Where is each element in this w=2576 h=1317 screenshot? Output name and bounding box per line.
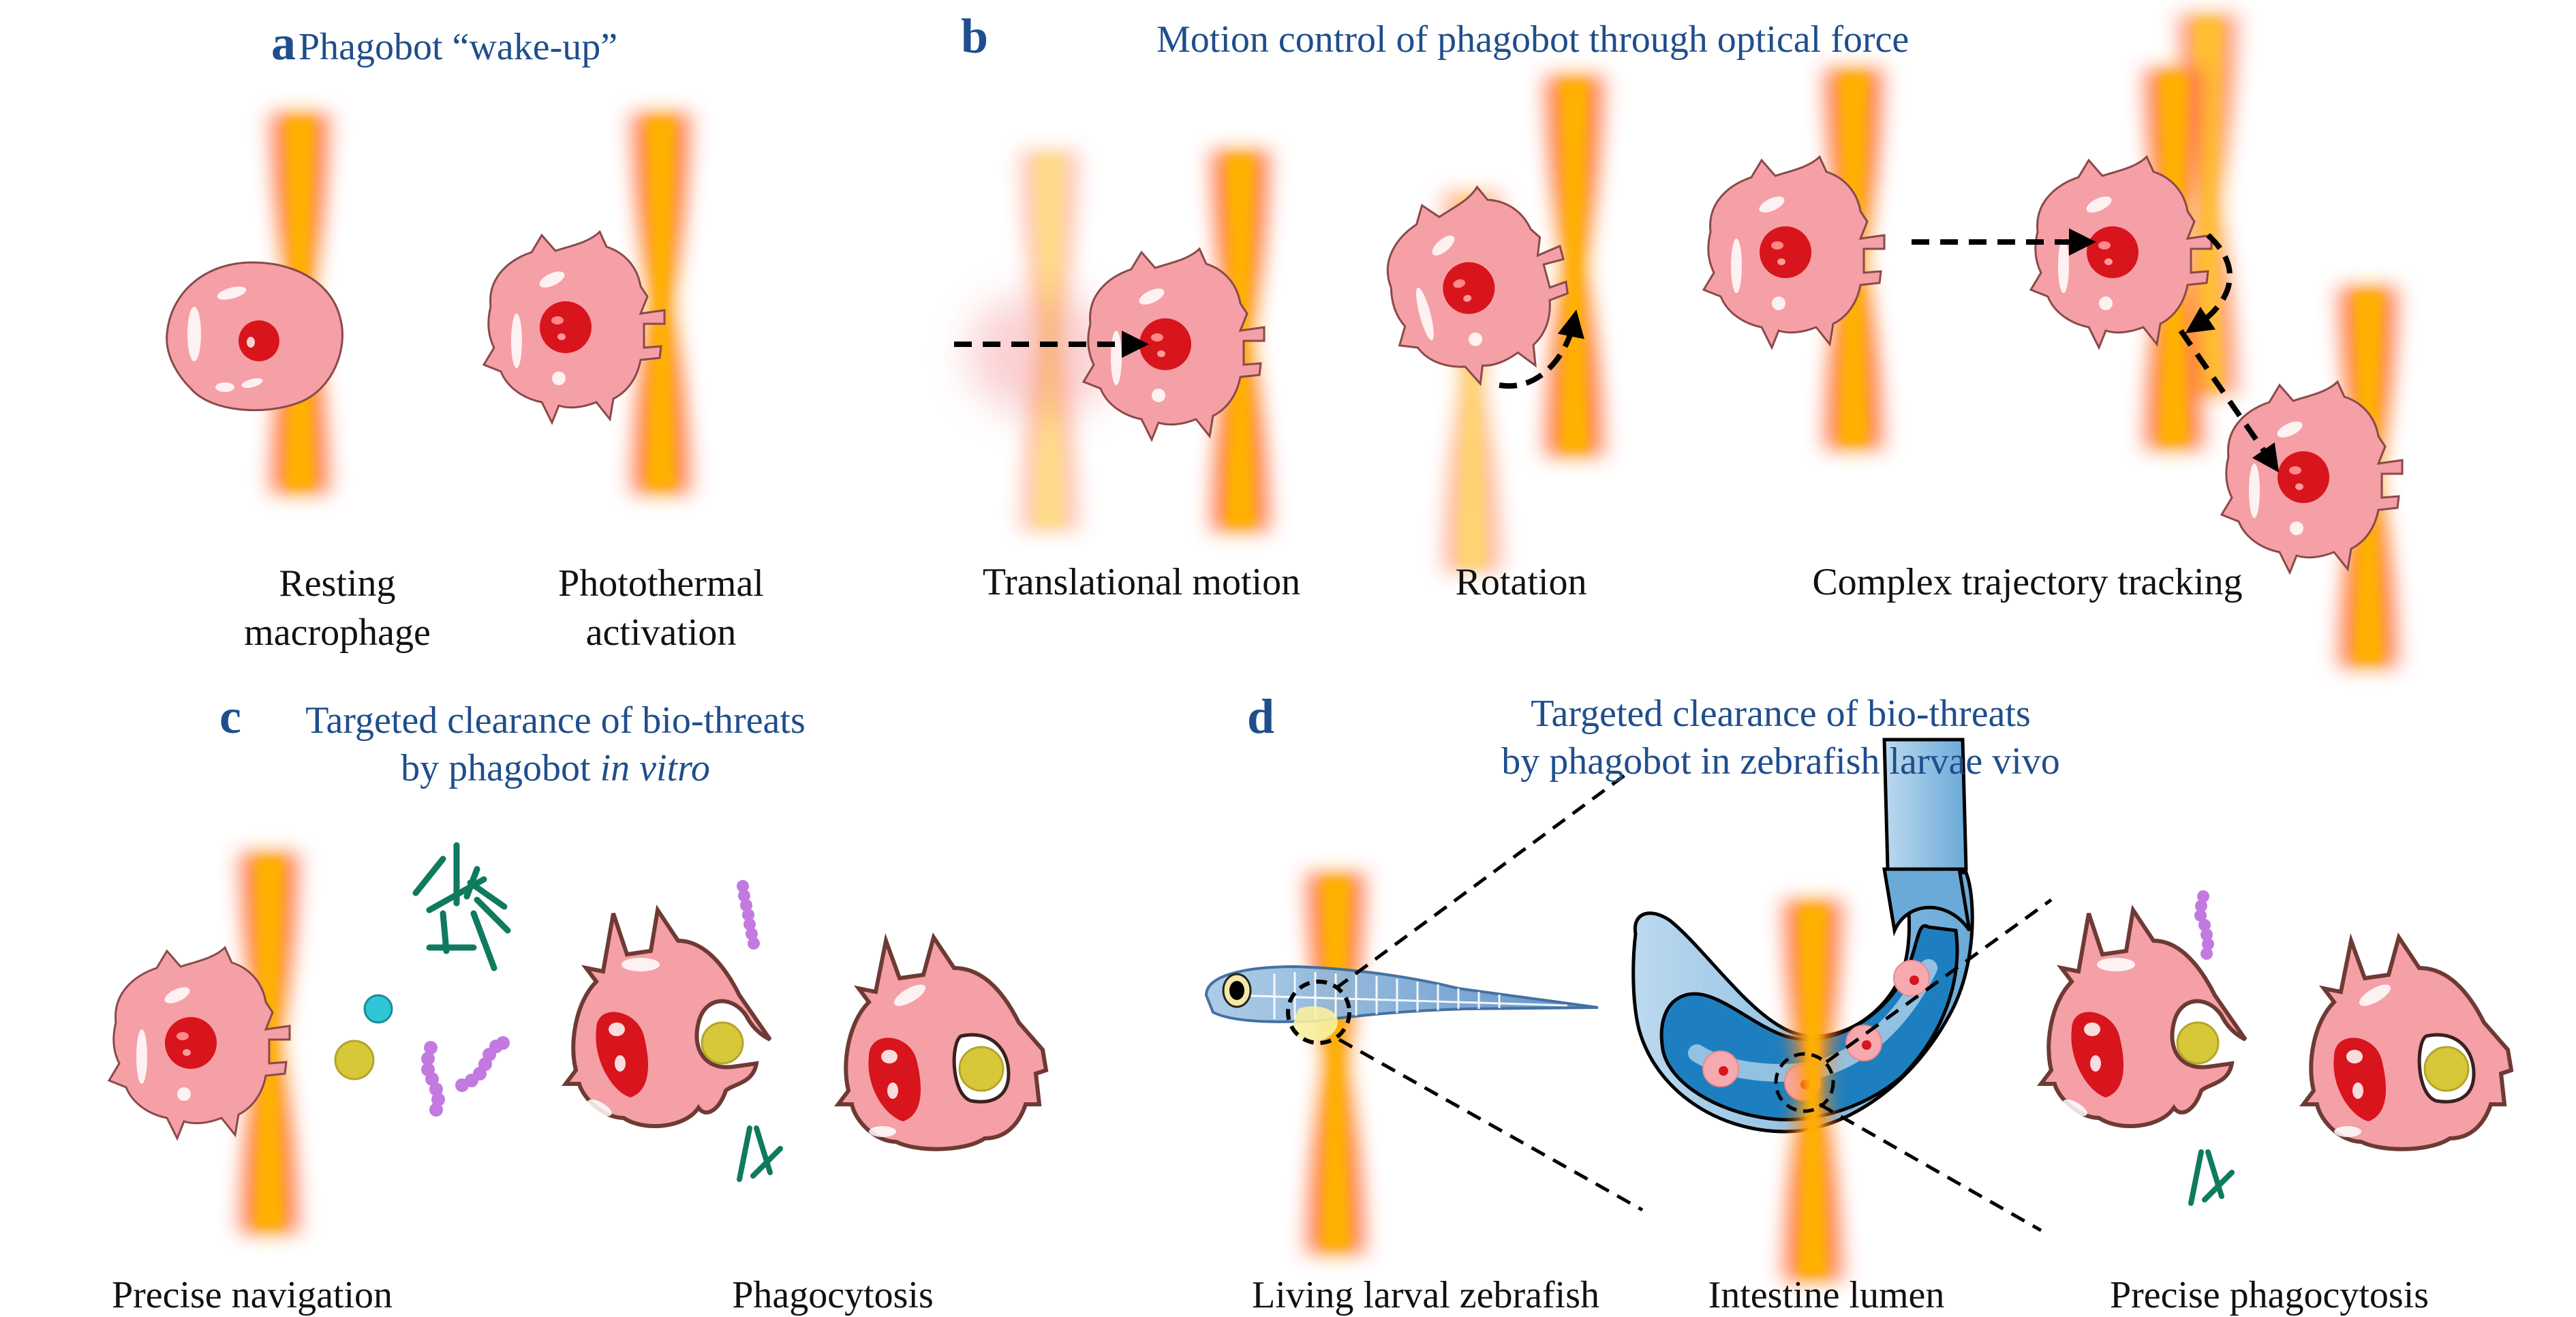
panel-c-illustration bbox=[108, 845, 1046, 1234]
caption-line: activation bbox=[585, 611, 737, 654]
rod-bacteria-small bbox=[739, 1128, 780, 1179]
zebrafish-larva bbox=[1204, 965, 1599, 1045]
phagocytosing-cell-closed bbox=[838, 937, 1046, 1149]
intestinal-cell bbox=[1702, 1050, 1739, 1087]
panel-d-title-line1: Targeted clearance of bio-threats bbox=[1531, 693, 2031, 735]
laser-beam bbox=[1298, 873, 1373, 1254]
phagocytosing-cell-open bbox=[566, 910, 770, 1126]
panel-b-caption-rotation: Rotation bbox=[1455, 561, 1587, 603]
panel-d-title-line2: by phagobot in zebrafish larvae vivo bbox=[1501, 740, 2060, 783]
panel-d-label: d bbox=[1247, 689, 1275, 744]
panel-c-title-line1: Targeted clearance of bio-threats bbox=[305, 699, 806, 742]
zoom-circle bbox=[1286, 980, 1351, 1045]
intestinal-cell bbox=[1893, 960, 1930, 997]
purple-cocci-chain bbox=[455, 1036, 510, 1092]
caption-line: Resting bbox=[279, 562, 396, 605]
caption-line: Photothermal bbox=[558, 562, 764, 605]
title-text: by phagobot bbox=[401, 747, 600, 789]
panel-c-title-line2: by phagobot in vitro bbox=[305, 744, 806, 792]
fish-yolk bbox=[1291, 1006, 1338, 1041]
cyan-particle bbox=[363, 994, 393, 1024]
phagocytosing-cell-open bbox=[2041, 910, 2245, 1126]
intestine-lumen bbox=[1631, 738, 1974, 1134]
panel-d-caption-phagocytosis: Precise phagocytosis bbox=[2109, 1274, 2429, 1316]
zoom-line-lower bbox=[1338, 1038, 1644, 1212]
zoom-circle bbox=[1774, 1052, 1835, 1113]
panel-a-label: a bbox=[271, 16, 296, 70]
panel-b-trajectory bbox=[1702, 14, 2406, 668]
panel-b-rotation bbox=[1364, 75, 1612, 573]
panel-c-label: c bbox=[219, 689, 241, 744]
laser-beam bbox=[1537, 75, 1612, 457]
panel-d-illustration bbox=[1204, 738, 2511, 1282]
panel-d-title: Targeted clearance of bio-threats by pha… bbox=[1501, 690, 2060, 785]
panel-a-illustration bbox=[166, 112, 699, 494]
zoom-line-lower bbox=[1818, 1102, 2042, 1232]
rod-bacteria-cluster bbox=[416, 845, 508, 968]
title-italic-text: in vitro bbox=[600, 747, 710, 789]
panel-b-caption-trajectory: Complex trajectory tracking bbox=[1812, 561, 2243, 603]
panel-a-header: a Phagobot “wake-up” bbox=[271, 15, 617, 72]
zoom-line-upper bbox=[1334, 770, 1630, 990]
purple-cocci-chain bbox=[421, 1041, 445, 1117]
purple-cocci-chain bbox=[737, 880, 760, 950]
panel-c-caption-phagocytosis: Phagocytosis bbox=[732, 1274, 934, 1316]
rotation-arrow bbox=[1499, 309, 1584, 389]
panel-a-title: Phagobot “wake-up” bbox=[298, 26, 618, 68]
rod-bacteria-small bbox=[2191, 1152, 2232, 1203]
panel-c-title: Targeted clearance of bio-threats by pha… bbox=[305, 697, 806, 792]
panel-a-caption-2: Photothermal activation bbox=[558, 559, 764, 657]
panel-a-caption-1: Resting macrophage bbox=[244, 559, 431, 657]
panel-b-title: Motion control of phagobot through optic… bbox=[1156, 18, 1910, 61]
trajectory-arrow-2 bbox=[2185, 233, 2233, 333]
panel-d-caption-zebrafish: Living larval zebrafish bbox=[1251, 1274, 1600, 1316]
zoom-line-upper bbox=[1825, 898, 2053, 1064]
panel-b-label: b bbox=[961, 9, 989, 63]
panel-b-caption-translational: Translational motion bbox=[982, 561, 1301, 603]
panel-d-caption-intestine: Intestine lumen bbox=[1708, 1274, 1945, 1316]
caption-line: macrophage bbox=[244, 611, 431, 654]
yellow-target-particle bbox=[334, 1040, 375, 1080]
phagocytosing-cell-closed bbox=[2303, 937, 2511, 1149]
panel-c-caption-navigation: Precise navigation bbox=[111, 1274, 393, 1316]
panel-b-translational bbox=[954, 150, 1278, 532]
purple-cocci-chain bbox=[2194, 890, 2214, 960]
motion-blur bbox=[968, 293, 1118, 416]
resting-macrophage-cell bbox=[166, 261, 343, 412]
